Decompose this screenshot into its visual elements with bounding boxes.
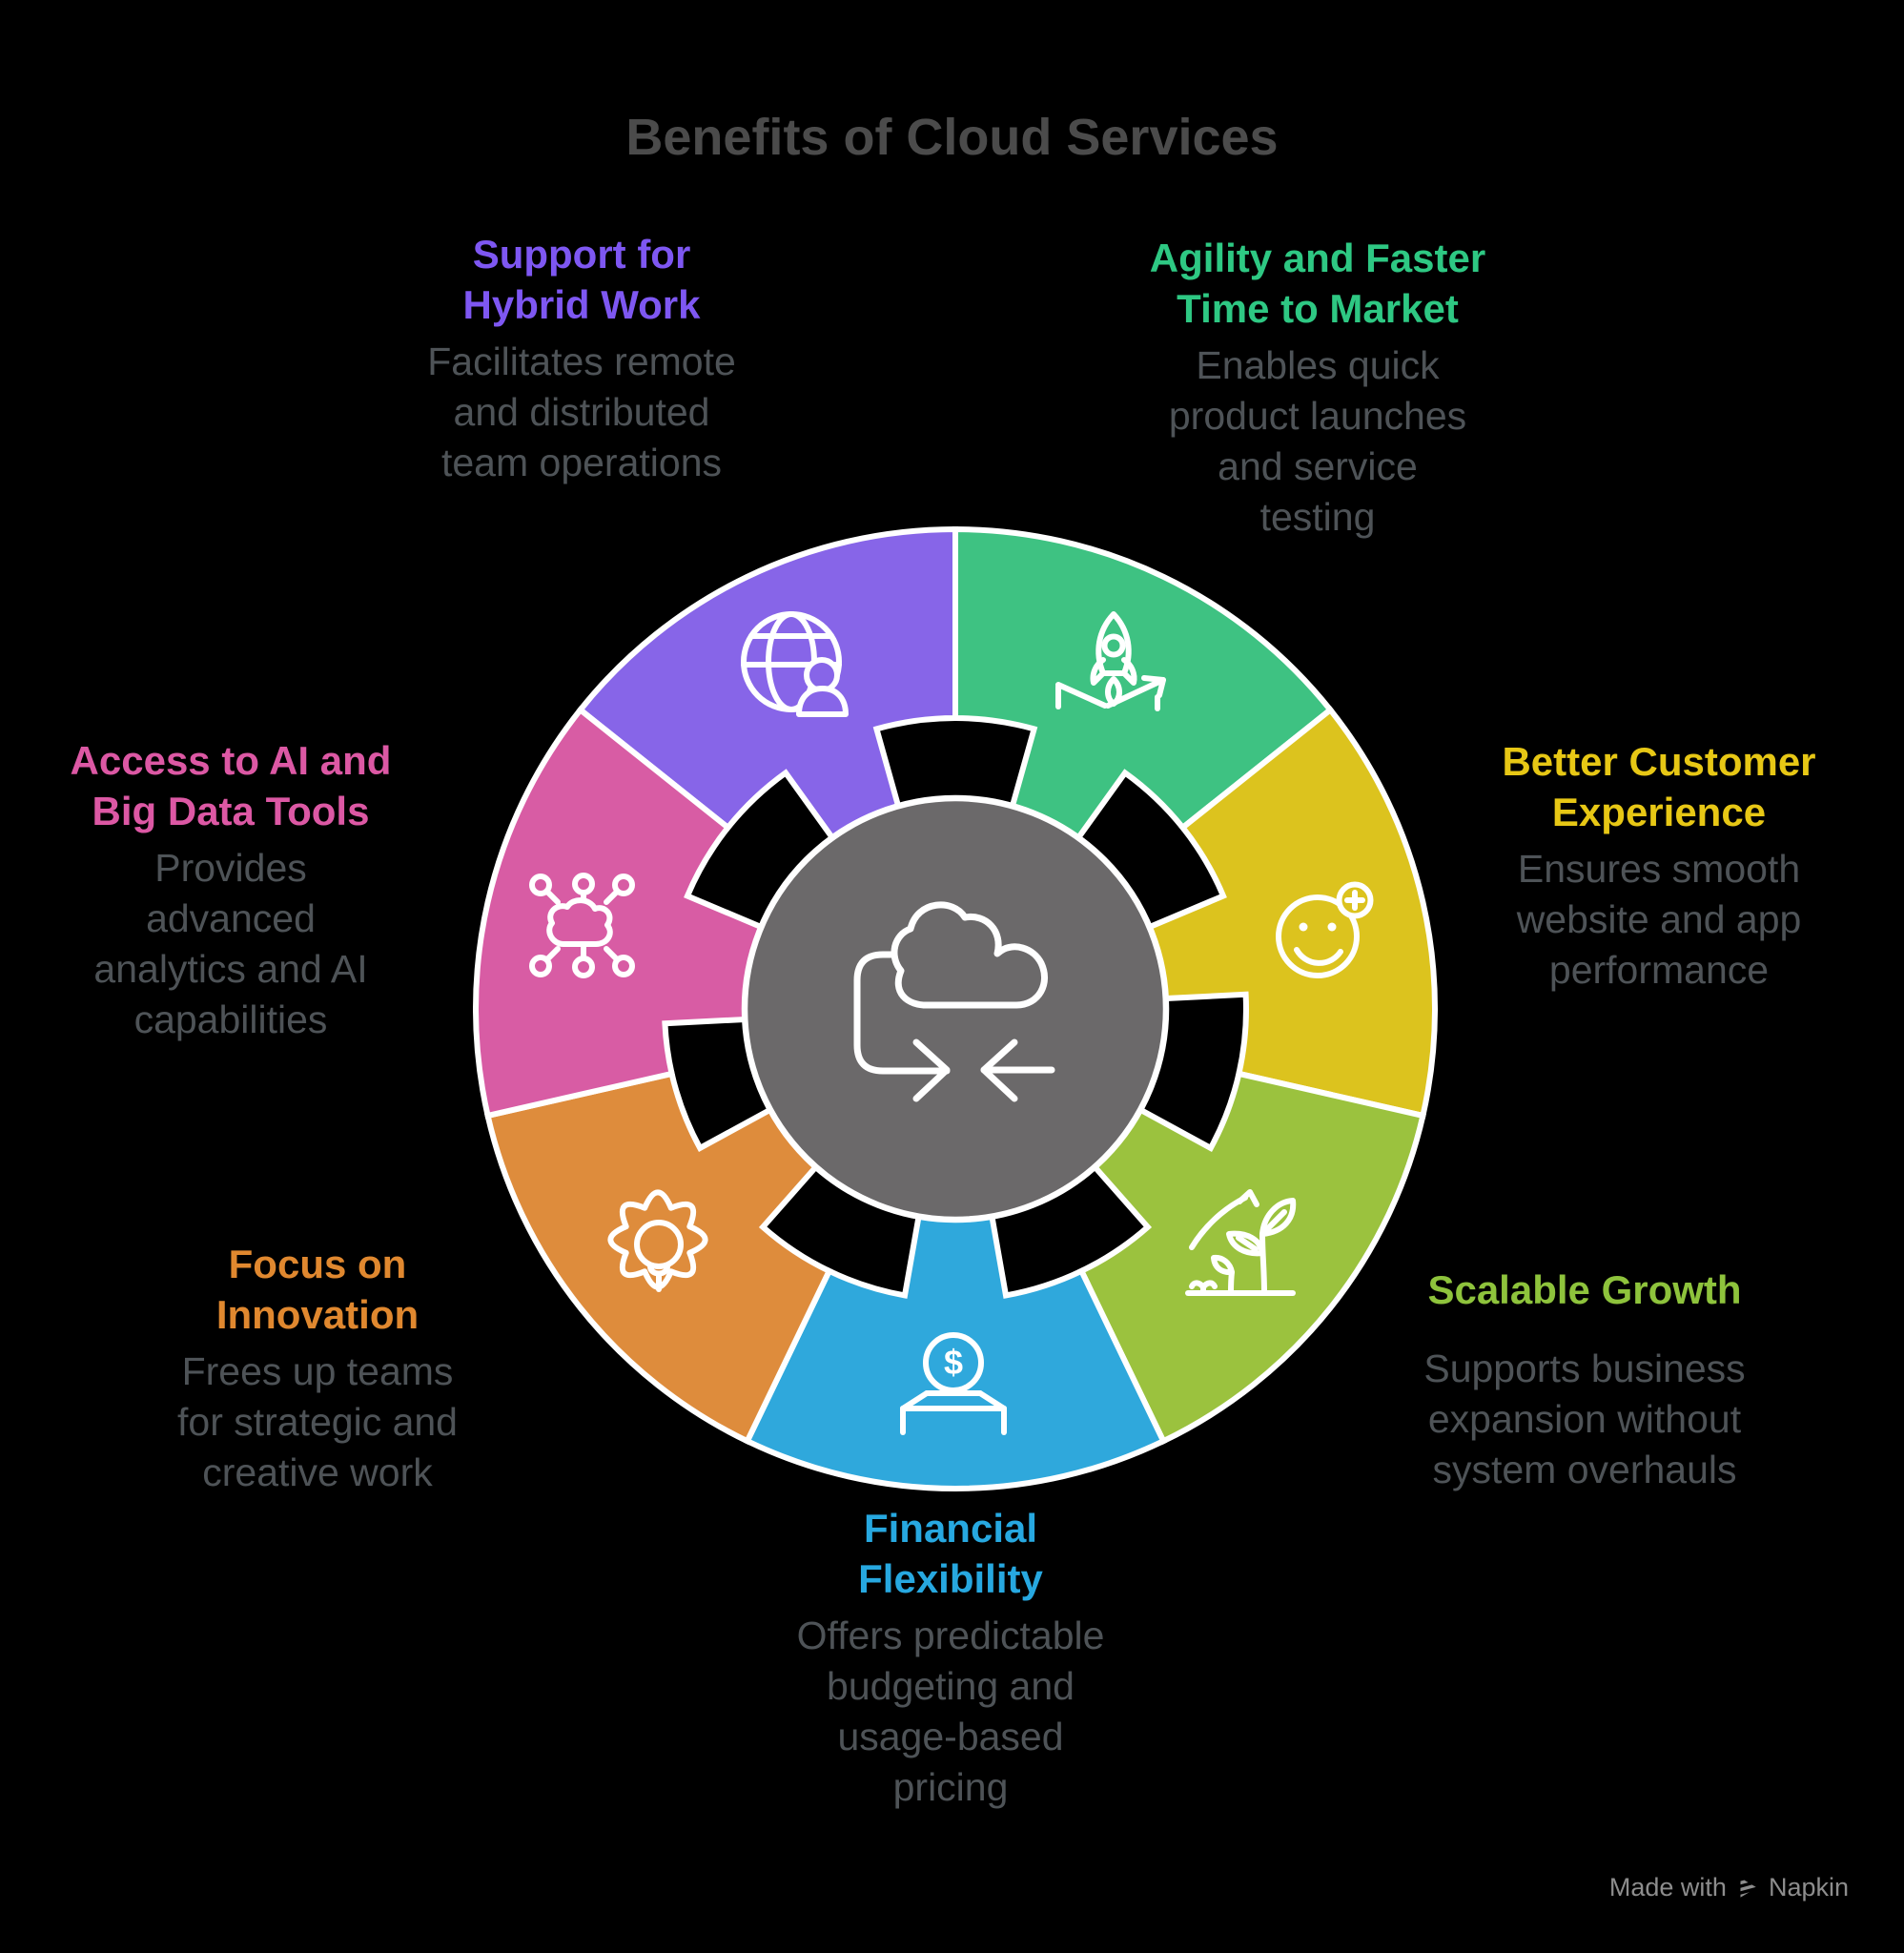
label-financial-flexibility-description: Offers predictable budgeting and usage-b… bbox=[796, 1614, 1105, 1809]
label-focus-innovation-heading: Focus on Innovation bbox=[215, 1242, 420, 1337]
rocket-launch-icon bbox=[1055, 611, 1166, 711]
coin-deposit-icon: $ bbox=[900, 1332, 1007, 1435]
label-ai-big-data-description: Provides advanced analytics and AI capab… bbox=[93, 846, 368, 1041]
page-title: Benefits of Cloud Services bbox=[625, 109, 1279, 166]
cloud-network-icon bbox=[529, 873, 635, 978]
smiley-plus-icon bbox=[1276, 881, 1374, 978]
label-ai-big-data: Access to AI and Big Data Tools Provides… bbox=[26, 735, 436, 1045]
label-scalable-growth-heading: Scalable Growth bbox=[1427, 1267, 1742, 1312]
arrow-right-icon bbox=[912, 1038, 951, 1102]
hub-circle bbox=[741, 794, 1170, 1223]
label-hybrid-work-description: Facilitates remote and distributed team … bbox=[427, 339, 736, 484]
gear-lightbulb-icon bbox=[607, 1189, 708, 1292]
label-customer-experience-description: Ensures smooth website and app performan… bbox=[1516, 847, 1802, 992]
napkin-logo-icon bbox=[1740, 1877, 1757, 1898]
watermark: Made with Napkin bbox=[1609, 1873, 1849, 1902]
dollar-sign: $ bbox=[944, 1343, 963, 1382]
label-agility-heading: Agility and Faster Time to Market bbox=[1149, 236, 1486, 331]
arrow-left-icon bbox=[980, 1038, 1018, 1102]
label-ai-big-data-heading: Access to AI and Big Data Tools bbox=[70, 738, 392, 833]
label-customer-experience: Better Customer Experience Ensures smoot… bbox=[1468, 736, 1850, 996]
watermark-brand: Napkin bbox=[1768, 1873, 1849, 1902]
plant-growth-icon bbox=[1185, 1189, 1297, 1296]
label-hybrid-work: Support for Hybrid Work Facilitates remo… bbox=[381, 229, 782, 488]
label-focus-innovation-description: Frees up teams for strategic and creativ… bbox=[177, 1349, 458, 1494]
label-focus-innovation: Focus on Innovation Frees up teams for s… bbox=[117, 1239, 518, 1498]
label-financial-flexibility: Financial Flexibility Offers predictable… bbox=[750, 1503, 1151, 1813]
label-scalable-growth-description: Supports business expansion without syst… bbox=[1423, 1347, 1746, 1491]
label-hybrid-work-heading: Support for Hybrid Work bbox=[462, 232, 701, 327]
label-financial-flexibility-heading: Financial Flexibility bbox=[858, 1506, 1043, 1601]
label-agility: Agility and Faster Time to Market Enable… bbox=[1127, 233, 1508, 543]
cloud-sync-icon bbox=[853, 901, 1055, 1102]
globe-user-icon bbox=[741, 611, 849, 717]
label-agility-description: Enables quick product launches and servi… bbox=[1168, 343, 1467, 539]
label-customer-experience-heading: Better Customer Experience bbox=[1502, 739, 1816, 834]
label-scalable-growth: Scalable Growth Supports business expans… bbox=[1375, 1264, 1794, 1495]
watermark-prefix: Made with bbox=[1608, 1873, 1727, 1902]
